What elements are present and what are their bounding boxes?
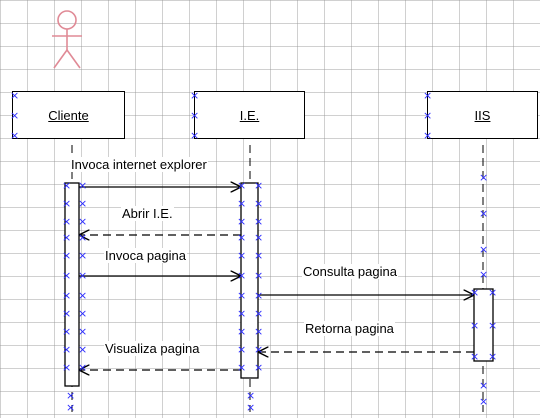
selection-handle-icon[interactable]: × bbox=[237, 179, 247, 192]
message-label-invoca-internet-explorer: Invoca internet explorer bbox=[70, 157, 208, 172]
selection-handle-icon[interactable]: × bbox=[66, 389, 76, 402]
actor-icon[interactable] bbox=[52, 10, 82, 69]
selection-handle-icon[interactable]: × bbox=[254, 179, 264, 192]
selection-handle-icon[interactable]: × bbox=[488, 286, 498, 299]
selection-handle-icon[interactable]: × bbox=[10, 129, 20, 142]
selection-handle-icon[interactable]: × bbox=[237, 325, 247, 338]
message-label-retorna-pagina: Retorna pagina bbox=[304, 321, 395, 336]
selection-handle-icon[interactable]: × bbox=[10, 89, 20, 102]
selection-handle-icon[interactable]: × bbox=[190, 109, 200, 122]
selection-handle-icon[interactable]: × bbox=[237, 289, 247, 302]
selection-handle-icon[interactable]: × bbox=[479, 207, 489, 220]
selection-handle-icon[interactable]: × bbox=[62, 197, 72, 210]
selection-handle-icon[interactable]: × bbox=[78, 197, 88, 210]
selection-handle-icon[interactable]: × bbox=[246, 401, 256, 414]
selection-handle-icon[interactable]: × bbox=[62, 325, 72, 338]
selection-handle-icon[interactable]: × bbox=[237, 215, 247, 228]
selection-handle-icon[interactable]: × bbox=[423, 89, 433, 102]
lifeline-label-iis: IIS bbox=[474, 107, 491, 123]
selection-handle-icon[interactable]: × bbox=[479, 379, 489, 392]
message-label-visualiza-pagina: Visualiza pagina bbox=[104, 341, 201, 356]
message-label-invoca-pagina: Invoca pagina bbox=[104, 248, 187, 263]
selection-handle-icon[interactable]: × bbox=[479, 171, 489, 184]
lifeline-box-ie[interactable]: I.E. bbox=[194, 91, 305, 139]
selection-handle-icon[interactable]: × bbox=[254, 269, 264, 282]
selection-handle-icon[interactable]: × bbox=[62, 249, 72, 262]
selection-handle-icon[interactable]: × bbox=[62, 361, 72, 374]
selection-handle-icon[interactable]: × bbox=[237, 231, 247, 244]
selection-handle-icon[interactable]: × bbox=[254, 361, 264, 374]
selection-handle-icon[interactable]: × bbox=[254, 249, 264, 262]
selection-handle-icon[interactable]: × bbox=[479, 395, 489, 408]
activation-cliente[interactable] bbox=[64, 182, 80, 387]
selection-handle-icon[interactable]: × bbox=[78, 215, 88, 228]
selection-handle-icon[interactable]: × bbox=[470, 286, 480, 299]
selection-handle-icon[interactable]: × bbox=[66, 401, 76, 414]
selection-handle-icon[interactable]: × bbox=[78, 179, 88, 192]
selection-handle-icon[interactable]: × bbox=[10, 109, 20, 122]
selection-handle-icon[interactable]: × bbox=[237, 249, 247, 262]
selection-handle-icon[interactable]: × bbox=[78, 289, 88, 302]
selection-handle-icon[interactable]: × bbox=[423, 129, 433, 142]
lifeline-label-ie: I.E. bbox=[239, 107, 260, 123]
selection-handle-icon[interactable]: × bbox=[78, 269, 88, 282]
message-label-abrir-ie: Abrir I.E. bbox=[121, 206, 174, 221]
selection-handle-icon[interactable]: × bbox=[62, 215, 72, 228]
selection-handle-icon[interactable]: × bbox=[237, 197, 247, 210]
selection-handle-icon[interactable]: × bbox=[190, 129, 200, 142]
message-label-consulta-pagina: Consulta pagina bbox=[302, 264, 398, 279]
selection-handle-icon[interactable]: × bbox=[470, 350, 480, 363]
selection-handle-icon[interactable]: × bbox=[190, 89, 200, 102]
selection-handle-icon[interactable]: × bbox=[479, 268, 489, 281]
selection-handle-icon[interactable]: × bbox=[62, 289, 72, 302]
activation-iis[interactable] bbox=[473, 288, 494, 362]
selection-handle-icon[interactable]: × bbox=[78, 231, 88, 244]
selection-handle-icon[interactable]: × bbox=[237, 269, 247, 282]
selection-handle-icon[interactable]: × bbox=[470, 319, 480, 332]
lifeline-box-cliente[interactable]: Cliente bbox=[12, 91, 125, 139]
selection-handle-icon[interactable]: × bbox=[254, 307, 264, 320]
selection-handle-icon[interactable]: × bbox=[254, 325, 264, 338]
selection-handle-icon[interactable]: × bbox=[62, 269, 72, 282]
lifeline-label-cliente: Cliente bbox=[48, 107, 89, 123]
selection-handle-icon[interactable]: × bbox=[62, 231, 72, 244]
selection-handle-icon[interactable]: × bbox=[479, 243, 489, 256]
selection-handle-icon[interactable]: × bbox=[254, 215, 264, 228]
selection-handle-icon[interactable]: × bbox=[237, 307, 247, 320]
selection-handle-icon[interactable]: × bbox=[488, 319, 498, 332]
selection-handle-icon[interactable]: × bbox=[78, 343, 88, 356]
selection-handle-icon[interactable]: × bbox=[78, 325, 88, 338]
selection-handle-icon[interactable]: × bbox=[254, 343, 264, 356]
selection-handle-icon[interactable]: × bbox=[254, 231, 264, 244]
selection-handle-icon[interactable]: × bbox=[254, 197, 264, 210]
selection-handle-icon[interactable]: × bbox=[423, 109, 433, 122]
selection-handle-icon[interactable]: × bbox=[62, 179, 72, 192]
selection-handle-icon[interactable]: × bbox=[237, 343, 247, 356]
selection-handle-icon[interactable]: × bbox=[78, 361, 88, 374]
selection-handle-icon[interactable]: × bbox=[78, 307, 88, 320]
selection-handle-icon[interactable]: × bbox=[78, 249, 88, 262]
selection-handle-icon[interactable]: × bbox=[62, 343, 72, 356]
selection-handle-icon[interactable]: × bbox=[237, 361, 247, 374]
selection-handle-icon[interactable]: × bbox=[488, 350, 498, 363]
selection-handle-icon[interactable]: × bbox=[62, 307, 72, 320]
selection-handle-icon[interactable]: × bbox=[254, 289, 264, 302]
lifeline-box-iis[interactable]: IIS bbox=[427, 91, 538, 139]
selection-handle-icon[interactable]: × bbox=[246, 389, 256, 402]
